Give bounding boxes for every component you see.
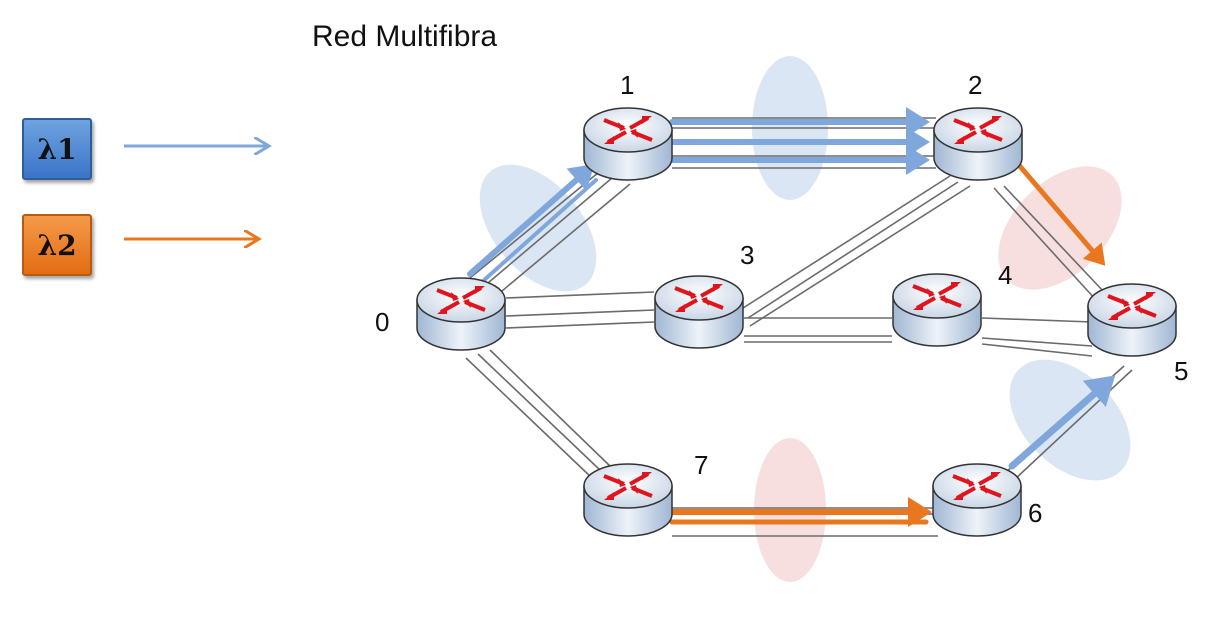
router-node-3 bbox=[653, 274, 745, 350]
legend-lambda2-box: λ2 bbox=[22, 214, 92, 276]
router-node-6 bbox=[931, 462, 1023, 538]
lightpath-lambda2-2-5 bbox=[1015, 161, 1106, 266]
lightpath-lambda1-0-1b bbox=[480, 178, 598, 284]
wavelength-pools bbox=[479, 56, 1131, 582]
diagram-title: Red Multifibra bbox=[312, 20, 498, 53]
node-label-0: 0 bbox=[375, 307, 390, 337]
node-label-7: 7 bbox=[694, 450, 709, 480]
router-node-2 bbox=[932, 106, 1024, 182]
router-node-7 bbox=[582, 462, 674, 538]
node-label-4: 4 bbox=[998, 260, 1013, 290]
router-node-4 bbox=[891, 272, 983, 348]
lightpath-lambda1-6-5 bbox=[1008, 375, 1116, 470]
router-node-1 bbox=[582, 106, 674, 182]
legend-lambda1-box: λ1 bbox=[22, 118, 92, 180]
node-label-1: 1 bbox=[620, 70, 635, 100]
fiber-links bbox=[465, 117, 1133, 537]
lightpaths bbox=[467, 107, 1116, 527]
node-label-3: 3 bbox=[740, 240, 755, 270]
lightpath-lambda1-0-1 bbox=[467, 164, 595, 277]
router-node-0 bbox=[415, 276, 507, 352]
node-label-2: 2 bbox=[968, 70, 983, 100]
router-node-5 bbox=[1086, 282, 1178, 358]
node-label-6: 6 bbox=[1028, 498, 1043, 528]
node-label-5: 5 bbox=[1174, 356, 1189, 386]
